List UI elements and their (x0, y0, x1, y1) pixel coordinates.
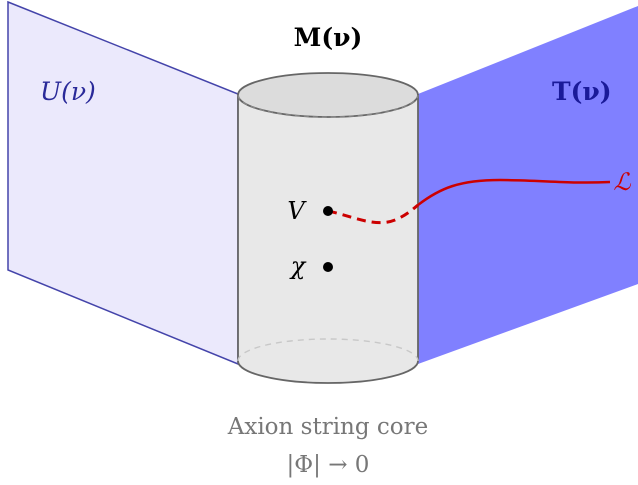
cylinder-bottom-back-arc (237, 338, 419, 362)
caption-line-2: |Φ| → 0 (287, 452, 370, 478)
cylinder-top (237, 72, 419, 118)
left-panel (7, 0, 239, 366)
caption-line-1: Axion string core (227, 414, 429, 440)
point-chi-dot (323, 262, 333, 272)
point-v-dot (323, 206, 333, 216)
line-dashed-segment (327, 203, 419, 225)
label-left-panel: U(ν) (40, 77, 96, 106)
label-cylinder-top: M(ν) (294, 23, 363, 52)
label-point-chi: χ (289, 252, 307, 280)
line-solid-segment (417, 178, 611, 206)
cylinder-body (237, 94, 419, 384)
label-point-v: V (287, 197, 307, 225)
label-right-panel: T(ν) (552, 77, 612, 106)
right-panel (418, 6, 638, 364)
label-line: ℒ (613, 168, 631, 196)
